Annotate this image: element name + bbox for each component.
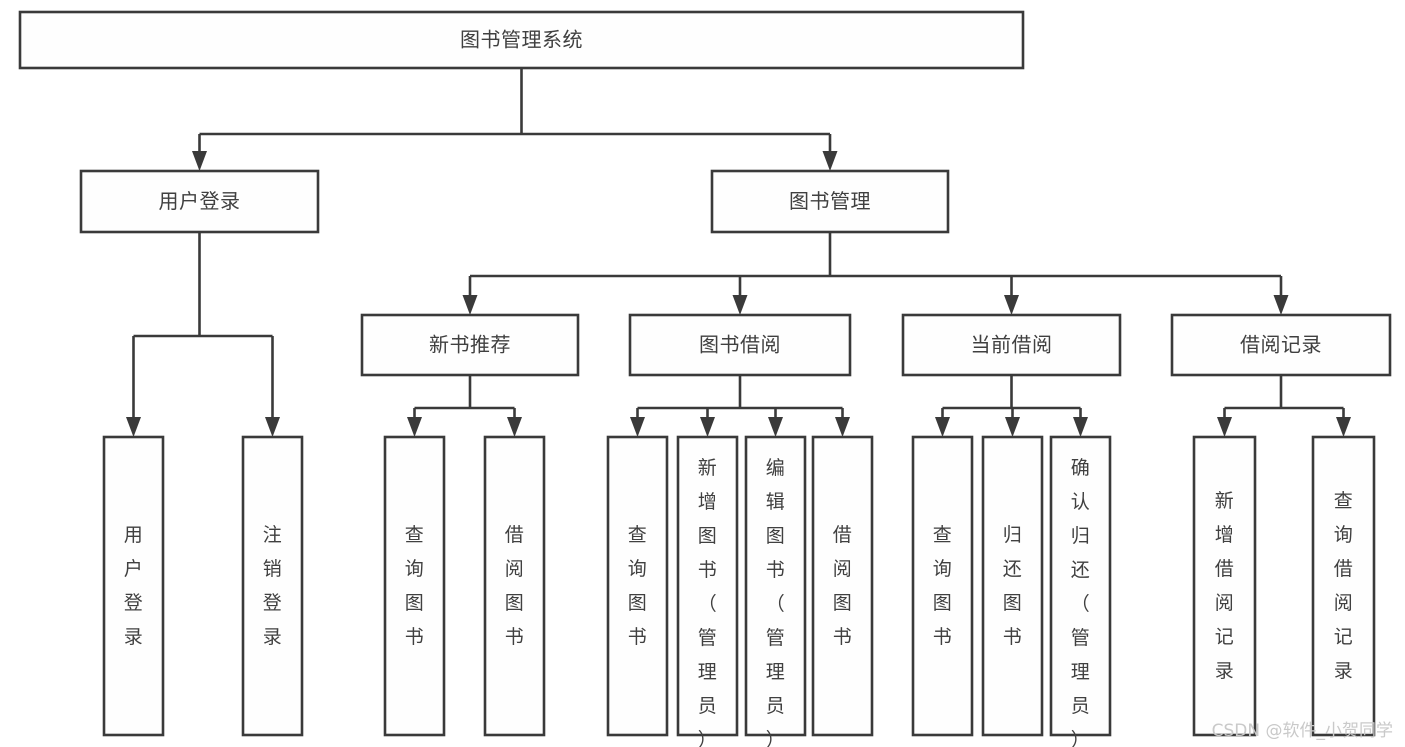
node-box[interactable] [18, 10, 1025, 70]
node-label: 图书管理系统 [460, 28, 583, 52]
node-label: 查询借阅记录 [1334, 490, 1354, 682]
node-box[interactable] [911, 435, 974, 737]
node-label: 用户登录 [159, 189, 241, 213]
node-leaf-13[interactable]: 查询借阅记录 [1311, 435, 1376, 737]
node-leaf-2[interactable]: 注销登录 [241, 435, 304, 737]
node-bookmgmt[interactable]: 图书管理 [710, 169, 950, 234]
node-box[interactable] [710, 169, 950, 234]
node-label: 归还图书 [1003, 524, 1023, 648]
node-box[interactable] [1192, 435, 1257, 737]
node-leaf-1[interactable]: 用户登录 [102, 435, 165, 737]
node-box[interactable] [483, 435, 546, 737]
arrow-head-icon [1336, 417, 1351, 437]
node-label: 用户登录 [124, 524, 144, 648]
connector-group [126, 232, 280, 437]
node-label: 查询图书 [405, 524, 425, 648]
node-login[interactable]: 用户登录 [79, 169, 320, 234]
node-label: 编辑图书（管理员） [766, 457, 786, 747]
connector-group [407, 375, 522, 437]
arrow-head-icon [126, 417, 141, 437]
node-leaf-8[interactable]: 借阅图书 [811, 435, 874, 737]
arrow-head-icon [1005, 417, 1020, 437]
node-leaf-7[interactable]: 编辑图书（管理员） [744, 435, 807, 747]
arrow-head-icon [630, 417, 645, 437]
node-borrow[interactable]: 图书借阅 [628, 313, 852, 377]
node-leaf-5[interactable]: 查询图书 [606, 435, 669, 737]
node-label: 注销登录 [263, 524, 283, 648]
arrow-head-icon [265, 417, 280, 437]
node-leaf-3[interactable]: 查询图书 [383, 435, 446, 737]
arrow-head-icon [1273, 295, 1289, 315]
node-label: 借阅记录 [1240, 333, 1322, 357]
arrow-head-icon [192, 151, 207, 171]
node-box[interactable] [241, 435, 304, 737]
node-newbook[interactable]: 新书推荐 [360, 313, 580, 377]
arrow-head-icon [700, 417, 715, 437]
arrow-head-icon [822, 151, 838, 171]
connector-group [1217, 375, 1351, 437]
node-label: 借阅图书 [505, 524, 525, 648]
arrow-head-icon [407, 417, 422, 437]
arrow-head-icon [935, 417, 950, 437]
connector-group [935, 375, 1088, 437]
connector-group [192, 68, 838, 171]
arrow-head-icon [1217, 417, 1232, 437]
node-current[interactable]: 当前借阅 [901, 313, 1122, 377]
node-label: 查询图书 [628, 524, 648, 648]
node-box[interactable] [1049, 435, 1112, 737]
node-box[interactable] [676, 435, 739, 737]
node-box[interactable] [606, 435, 669, 737]
node-label: 借阅图书 [833, 524, 853, 648]
node-records[interactable]: 借阅记录 [1170, 313, 1392, 377]
node-box[interactable] [102, 435, 165, 737]
node-leaf-4[interactable]: 借阅图书 [483, 435, 546, 737]
node-box[interactable] [901, 313, 1122, 377]
node-box[interactable] [744, 435, 807, 737]
node-leaf-6[interactable]: 新增图书（管理员） [676, 435, 739, 747]
arrow-head-icon [1004, 295, 1019, 315]
node-box[interactable] [360, 313, 580, 377]
node-box[interactable] [981, 435, 1044, 737]
node-label: 图书管理 [789, 189, 871, 213]
connector-layer [126, 68, 1351, 437]
node-leaf-9[interactable]: 查询图书 [911, 435, 974, 737]
arrow-head-icon [732, 295, 748, 315]
node-layer: 图书管理系统用户登录图书管理新书推荐图书借阅当前借阅借阅记录用户登录注销登录查询… [18, 10, 1392, 747]
node-label: 图书借阅 [699, 333, 781, 357]
node-leaf-12[interactable]: 新增借阅记录 [1192, 435, 1257, 737]
node-label: 当前借阅 [971, 333, 1053, 357]
node-box[interactable] [383, 435, 446, 737]
node-root[interactable]: 图书管理系统 [18, 10, 1025, 70]
node-label: 查询图书 [933, 524, 953, 648]
connector-group [462, 232, 1289, 315]
node-label: 新增借阅记录 [1215, 490, 1235, 682]
arrow-head-icon [1073, 417, 1088, 437]
node-label: 确认归还（管理员） [1071, 457, 1091, 747]
node-box[interactable] [1311, 435, 1376, 737]
arrow-head-icon [768, 417, 783, 437]
node-box[interactable] [1170, 313, 1392, 377]
node-leaf-10[interactable]: 归还图书 [981, 435, 1044, 737]
node-box[interactable] [628, 313, 852, 377]
node-label: 新书推荐 [429, 333, 511, 357]
node-box[interactable] [811, 435, 874, 737]
node-label: 新增图书（管理员） [698, 457, 718, 747]
node-leaf-11[interactable]: 确认归还（管理员） [1049, 435, 1112, 747]
node-box[interactable] [79, 169, 320, 234]
connector-group [630, 375, 850, 437]
arrow-head-icon [462, 295, 478, 315]
arrow-head-icon [507, 417, 522, 437]
arrow-head-icon [835, 417, 850, 437]
